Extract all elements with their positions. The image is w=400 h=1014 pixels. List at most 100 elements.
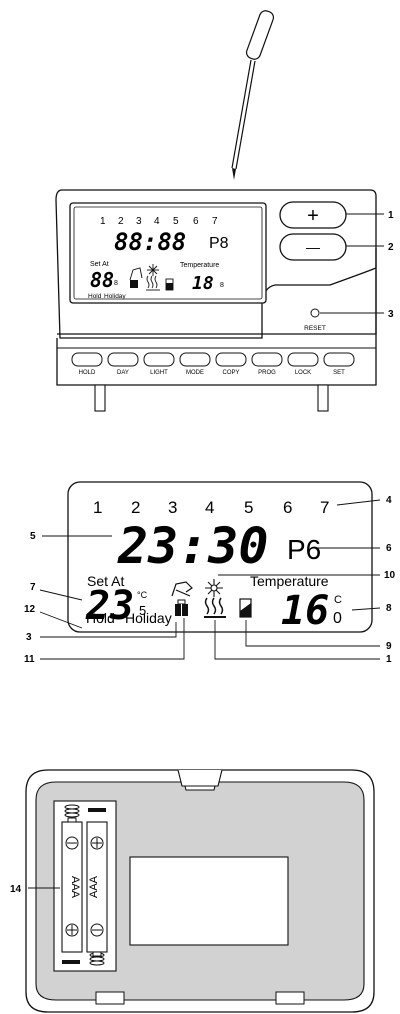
callout-7: 7	[30, 582, 36, 593]
controller-set-at-label: Set At	[90, 261, 109, 268]
display-holiday-label: Holiday	[125, 610, 172, 626]
display-temp-decimal: 0	[333, 610, 342, 627]
battery-right: AAA	[86, 821, 108, 957]
minus-icon: —	[306, 239, 320, 255]
plus-icon: +	[307, 205, 319, 227]
controller-status-icons	[129, 264, 174, 291]
display-day-numbers: 1 2 3 4 5 6 7	[93, 498, 329, 517]
snowflake-icon	[147, 264, 159, 276]
suitcase-icon	[175, 599, 188, 616]
controller-clock: 88:88	[114, 228, 186, 256]
mode-button[interactable]: MODE	[179, 352, 211, 376]
controller-set-value: 88	[90, 268, 114, 292]
controller-day-numbers: 1 2 3 4 5 6 7	[100, 216, 218, 227]
battery-left-label: AAA	[69, 876, 81, 899]
controller-set-decimal: 8	[114, 280, 118, 287]
controller-hold-label: Hold	[88, 293, 102, 300]
display-day-2: 2	[131, 498, 140, 517]
display-clock: 23:30	[117, 517, 269, 575]
controller-callouts: 1 2 3	[320, 210, 394, 320]
plus-button[interactable]: +	[279, 201, 347, 229]
callout-3: 3	[388, 309, 394, 320]
battery-icon	[165, 278, 174, 291]
snowflake-icon	[205, 579, 223, 597]
mode-button-label: MODE	[186, 370, 204, 376]
display-day-6: 6	[283, 498, 292, 517]
display-day-5: 5	[244, 498, 253, 517]
display-program: P6	[287, 534, 321, 565]
display-temperature-label: Temperature	[250, 573, 329, 589]
battery-left: AAA	[61, 817, 83, 953]
controller-temp-value: 18	[192, 273, 214, 294]
hand-icon	[171, 581, 193, 597]
display-day-3: 3	[168, 498, 177, 517]
enlarged-lcd	[67, 481, 373, 633]
controller-button-row: HOLD DAY LIGHT MODE COPY PROG LOCK SET	[71, 352, 355, 376]
controller-holiday-label: Holiday	[104, 293, 126, 300]
controller-day-3: 3	[136, 216, 142, 227]
controller-lcd	[69, 202, 267, 304]
callout-6: 6	[386, 543, 392, 554]
light-button[interactable]: LIGHT	[143, 352, 175, 376]
battery-icon	[239, 598, 252, 618]
light-button-label: LIGHT	[150, 370, 168, 376]
display-status-icons	[171, 579, 252, 618]
copy-button-label: COPY	[222, 370, 239, 376]
lock-button[interactable]: LOCK	[287, 352, 319, 376]
copy-button[interactable]: COPY	[215, 352, 247, 376]
controller-temp-decimal: 8	[220, 282, 224, 289]
heating-icon	[146, 275, 160, 291]
callout-1: 1	[388, 210, 394, 221]
set-button[interactable]: SET	[323, 352, 355, 376]
display-set-decimal: 5	[139, 603, 146, 618]
prog-button-label: PROG	[258, 370, 276, 376]
callout-11: 11	[24, 654, 35, 665]
display-temp-value: 16	[281, 588, 329, 634]
hold-button[interactable]: HOLD	[71, 352, 103, 376]
prog-button[interactable]: PROG	[251, 352, 283, 376]
controller-day-4: 4	[154, 216, 160, 227]
controller-program: P8	[209, 235, 229, 252]
display-set-at-label: Set At	[87, 573, 124, 589]
callout-9: 9	[386, 641, 392, 652]
screwdriver	[231, 10, 275, 180]
display-set-unit: °C	[137, 590, 148, 600]
display-callouts: 4 5 6 7 8 10 12 3 9 11 1	[24, 495, 396, 665]
battery-right-label: AAA	[88, 875, 100, 898]
callout-4: 4	[386, 495, 392, 506]
display-set-value: 23	[85, 583, 134, 629]
hold-button-label: HOLD	[79, 370, 96, 376]
display-day-4: 4	[205, 498, 214, 517]
callout-8: 8	[386, 603, 392, 614]
controller-day-1: 1	[100, 216, 106, 227]
controller-day-7: 7	[212, 216, 218, 227]
display-hold-label: Hold	[86, 610, 115, 626]
battery-callout: 14	[10, 884, 60, 895]
display-day-7: 7	[320, 498, 329, 517]
display-temp-unit: C	[334, 594, 342, 606]
controller-day-2: 2	[118, 216, 124, 227]
set-button-label: SET	[333, 370, 345, 376]
day-button[interactable]: DAY	[107, 352, 139, 376]
hand-icon	[129, 267, 143, 288]
callout-10: 10	[384, 570, 396, 581]
day-button-label: DAY	[117, 370, 129, 376]
reset-label: RESET	[304, 325, 326, 332]
callout-14: 14	[10, 884, 22, 895]
spring-top-icon	[64, 804, 80, 818]
lock-button-label: LOCK	[295, 370, 311, 376]
callout-2: 2	[388, 242, 394, 253]
controller-day-5: 5	[173, 216, 179, 227]
spring-bottom-icon	[89, 952, 105, 966]
controller-temperature-label: Temperature	[180, 262, 219, 269]
controller-day-6: 6	[193, 216, 199, 227]
reset-button[interactable]: RESET	[304, 308, 326, 332]
callout-3b: 3	[26, 632, 32, 643]
battery-holder: AAA AAA	[53, 800, 117, 972]
callout-5: 5	[30, 531, 36, 542]
callout-12: 12	[24, 604, 36, 615]
heating-icon	[204, 597, 226, 618]
minus-button[interactable]: —	[279, 233, 347, 261]
callout-1b: 1	[386, 654, 392, 665]
